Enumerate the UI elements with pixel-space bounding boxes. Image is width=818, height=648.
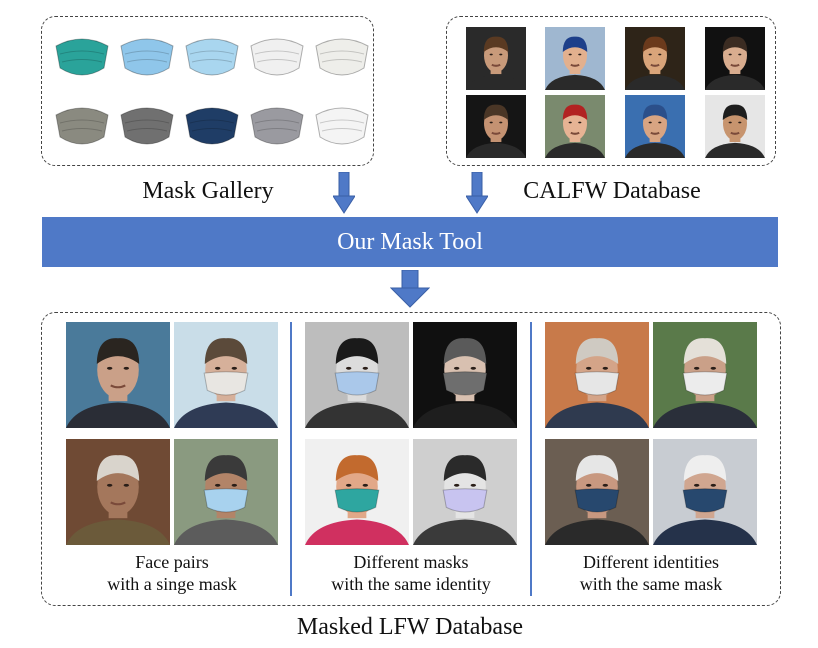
- mask-thumbnail: [182, 95, 242, 153]
- group-caption-line2: with the same mask: [579, 574, 723, 594]
- group-caption-line2: with a singe mask: [107, 574, 237, 594]
- calfw-face-photo: [466, 27, 526, 90]
- group-caption-line2: with the same identity: [331, 574, 491, 594]
- calfw-label: CALFW Database: [523, 178, 701, 204]
- calfw-face-photo: [625, 95, 685, 158]
- masked-face-photo: [545, 322, 649, 428]
- group-caption-line1: Different masks: [353, 552, 469, 572]
- mask-thumbnail: [52, 26, 112, 84]
- calfw-panel: [446, 16, 776, 166]
- mask-thumbnail: [312, 95, 372, 153]
- calfw-face-photo: [625, 27, 685, 90]
- calfw-face-photo: [545, 27, 605, 90]
- masked-face-photo: [66, 322, 170, 428]
- masked-lfw-panel: [41, 312, 781, 606]
- masked-face-photo: [413, 439, 517, 545]
- mask-thumbnail: [312, 26, 372, 84]
- mask-thumbnail: [182, 26, 242, 84]
- calfw-face-photo: [466, 95, 526, 158]
- calfw-face-photo: [705, 27, 765, 90]
- masked-face-photo: [174, 322, 278, 428]
- group-divider: [290, 322, 292, 596]
- mask-thumbnail: [117, 95, 177, 153]
- calfw-face-photo: [705, 95, 765, 158]
- calfw-face-photo: [545, 95, 605, 158]
- group-caption-line1: Different identities: [582, 552, 720, 572]
- mask-tool-bar: Our Mask Tool: [42, 217, 778, 267]
- arrow-down-icon: [390, 270, 430, 308]
- masked-face-photo: [174, 439, 278, 545]
- masked-face-photo: [305, 439, 409, 545]
- masked-face-photo: [545, 439, 649, 545]
- mask-thumbnail: [247, 26, 307, 84]
- masked-face-photo: [653, 439, 757, 545]
- masked-lfw-label: Masked LFW Database: [296, 614, 524, 640]
- group-caption-line1: Face pairs: [135, 552, 209, 572]
- mask-gallery-panel: [41, 16, 374, 166]
- arrow-down-icon: [466, 172, 488, 214]
- group-divider: [530, 322, 532, 596]
- mask-tool-label: Our Mask Tool: [337, 228, 483, 255]
- arrow-down-icon: [333, 172, 355, 214]
- masked-face-photo: [305, 322, 409, 428]
- mask-thumbnail: [247, 95, 307, 153]
- masked-face-photo: [413, 322, 517, 428]
- masked-face-photo: [653, 322, 757, 428]
- mask-thumbnail: [117, 26, 177, 84]
- masked-face-photo: [66, 439, 170, 545]
- mask-gallery-label: Mask Gallery: [142, 178, 274, 204]
- mask-thumbnail: [52, 95, 112, 153]
